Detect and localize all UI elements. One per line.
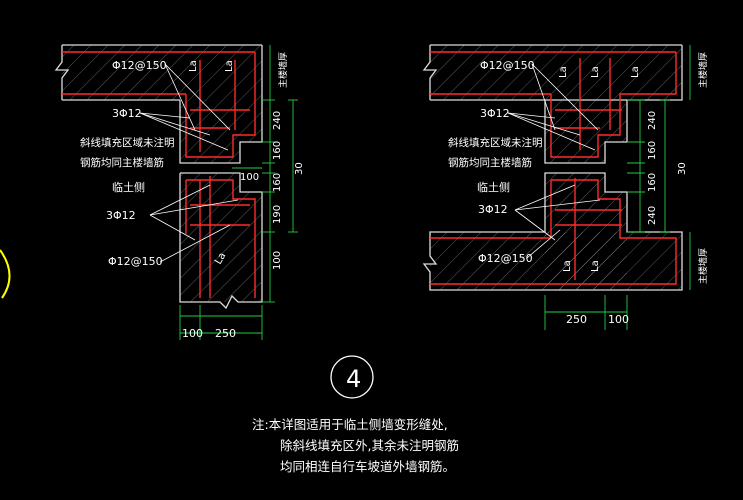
selection-arc	[0, 249, 11, 299]
right-dim-240a: 240	[647, 111, 658, 130]
right-rebar-mid2: 3Φ12	[478, 203, 508, 216]
left-la-1: La	[188, 60, 199, 72]
left-rebar-mid2: 3Φ12	[106, 209, 136, 222]
right-rebar-top: Φ12@150	[480, 59, 535, 72]
note-line-2: 除斜线填充区外,其余未注明钢筋	[280, 438, 459, 453]
left-top-hatch	[62, 45, 262, 100]
right-top-hatch	[430, 45, 682, 100]
right-la-4: La	[562, 260, 573, 272]
left-dimensions	[179, 45, 298, 340]
left-dim-100-top: 100	[240, 172, 259, 183]
right-wall-label-bottom: 主楼墙厚	[697, 248, 709, 284]
left-dim-160b: 160	[272, 173, 283, 192]
detail-number-circle	[330, 355, 374, 399]
right-rebar-bottom: Φ12@150	[478, 252, 533, 265]
right-dim-h-100: 100	[608, 313, 629, 326]
note-line-3: 均同相连自行车坡道外墙钢筋。	[280, 459, 456, 474]
right-detail	[422, 44, 683, 291]
right-note-1: 斜线填充区域未注明	[448, 136, 543, 149]
left-dim-240: 240	[272, 111, 283, 130]
right-dim-30: 30	[677, 162, 688, 175]
left-dim-100: 100	[272, 251, 283, 270]
right-dim-160b: 160	[647, 173, 658, 192]
left-dim-190: 190	[272, 205, 283, 224]
right-bottom-hatch-2	[430, 232, 682, 290]
right-la-2: La	[590, 66, 601, 78]
detail-number: 4	[346, 365, 361, 393]
right-wall-label-top: 主楼墙厚	[697, 52, 709, 88]
left-dim-h-100: 100	[182, 327, 203, 340]
right-dim-160a: 160	[647, 141, 658, 160]
general-note: 注:本详图适用于临土侧墙变形缝处, 除斜线填充区外,其余未注明钢筋 均同相连自行…	[252, 414, 459, 477]
left-bottom-hatch	[180, 173, 262, 302]
left-note-2: 钢筋均同主楼墙筋	[80, 156, 164, 169]
left-la-3: La	[213, 251, 228, 267]
right-la-1: La	[558, 66, 569, 78]
right-note-2: 钢筋均同主楼墙筋	[448, 156, 532, 169]
left-note-1: 斜线填充区域未注明	[80, 136, 175, 149]
left-leaders	[139, 63, 239, 263]
left-dim-30: 30	[294, 162, 305, 175]
right-dim-h-250: 250	[566, 313, 587, 326]
right-top-hatch-2	[545, 100, 627, 163]
left-detail	[54, 44, 263, 310]
note-line-1: 注:本详图适用于临土侧墙变形缝处,	[252, 417, 448, 432]
left-rebar-mid: 3Φ12	[112, 107, 142, 120]
right-leaders	[507, 63, 601, 259]
left-top-rebar	[62, 51, 256, 158]
left-rebar-top: Φ12@150	[112, 59, 167, 72]
left-dim-160a: 160	[272, 141, 283, 160]
right-side: 临土侧	[477, 180, 510, 194]
left-la-2: La	[224, 60, 235, 72]
right-dim-240b: 240	[647, 206, 658, 225]
right-bottom-rebar	[430, 178, 677, 285]
left-side: 临土侧	[112, 180, 145, 194]
right-dimensions	[544, 45, 691, 330]
right-la-3: La	[630, 66, 641, 78]
left-rebar-bottom: Φ12@150	[108, 255, 163, 268]
right-top-rebar	[430, 51, 677, 158]
right-la-5: La	[590, 260, 601, 272]
left-bottom-rebar	[185, 176, 256, 298]
left-dim-h-250: 250	[215, 327, 236, 340]
left-wall-label: 主楼墙厚	[277, 52, 289, 88]
right-rebar-mid: 3Φ12	[480, 107, 510, 120]
